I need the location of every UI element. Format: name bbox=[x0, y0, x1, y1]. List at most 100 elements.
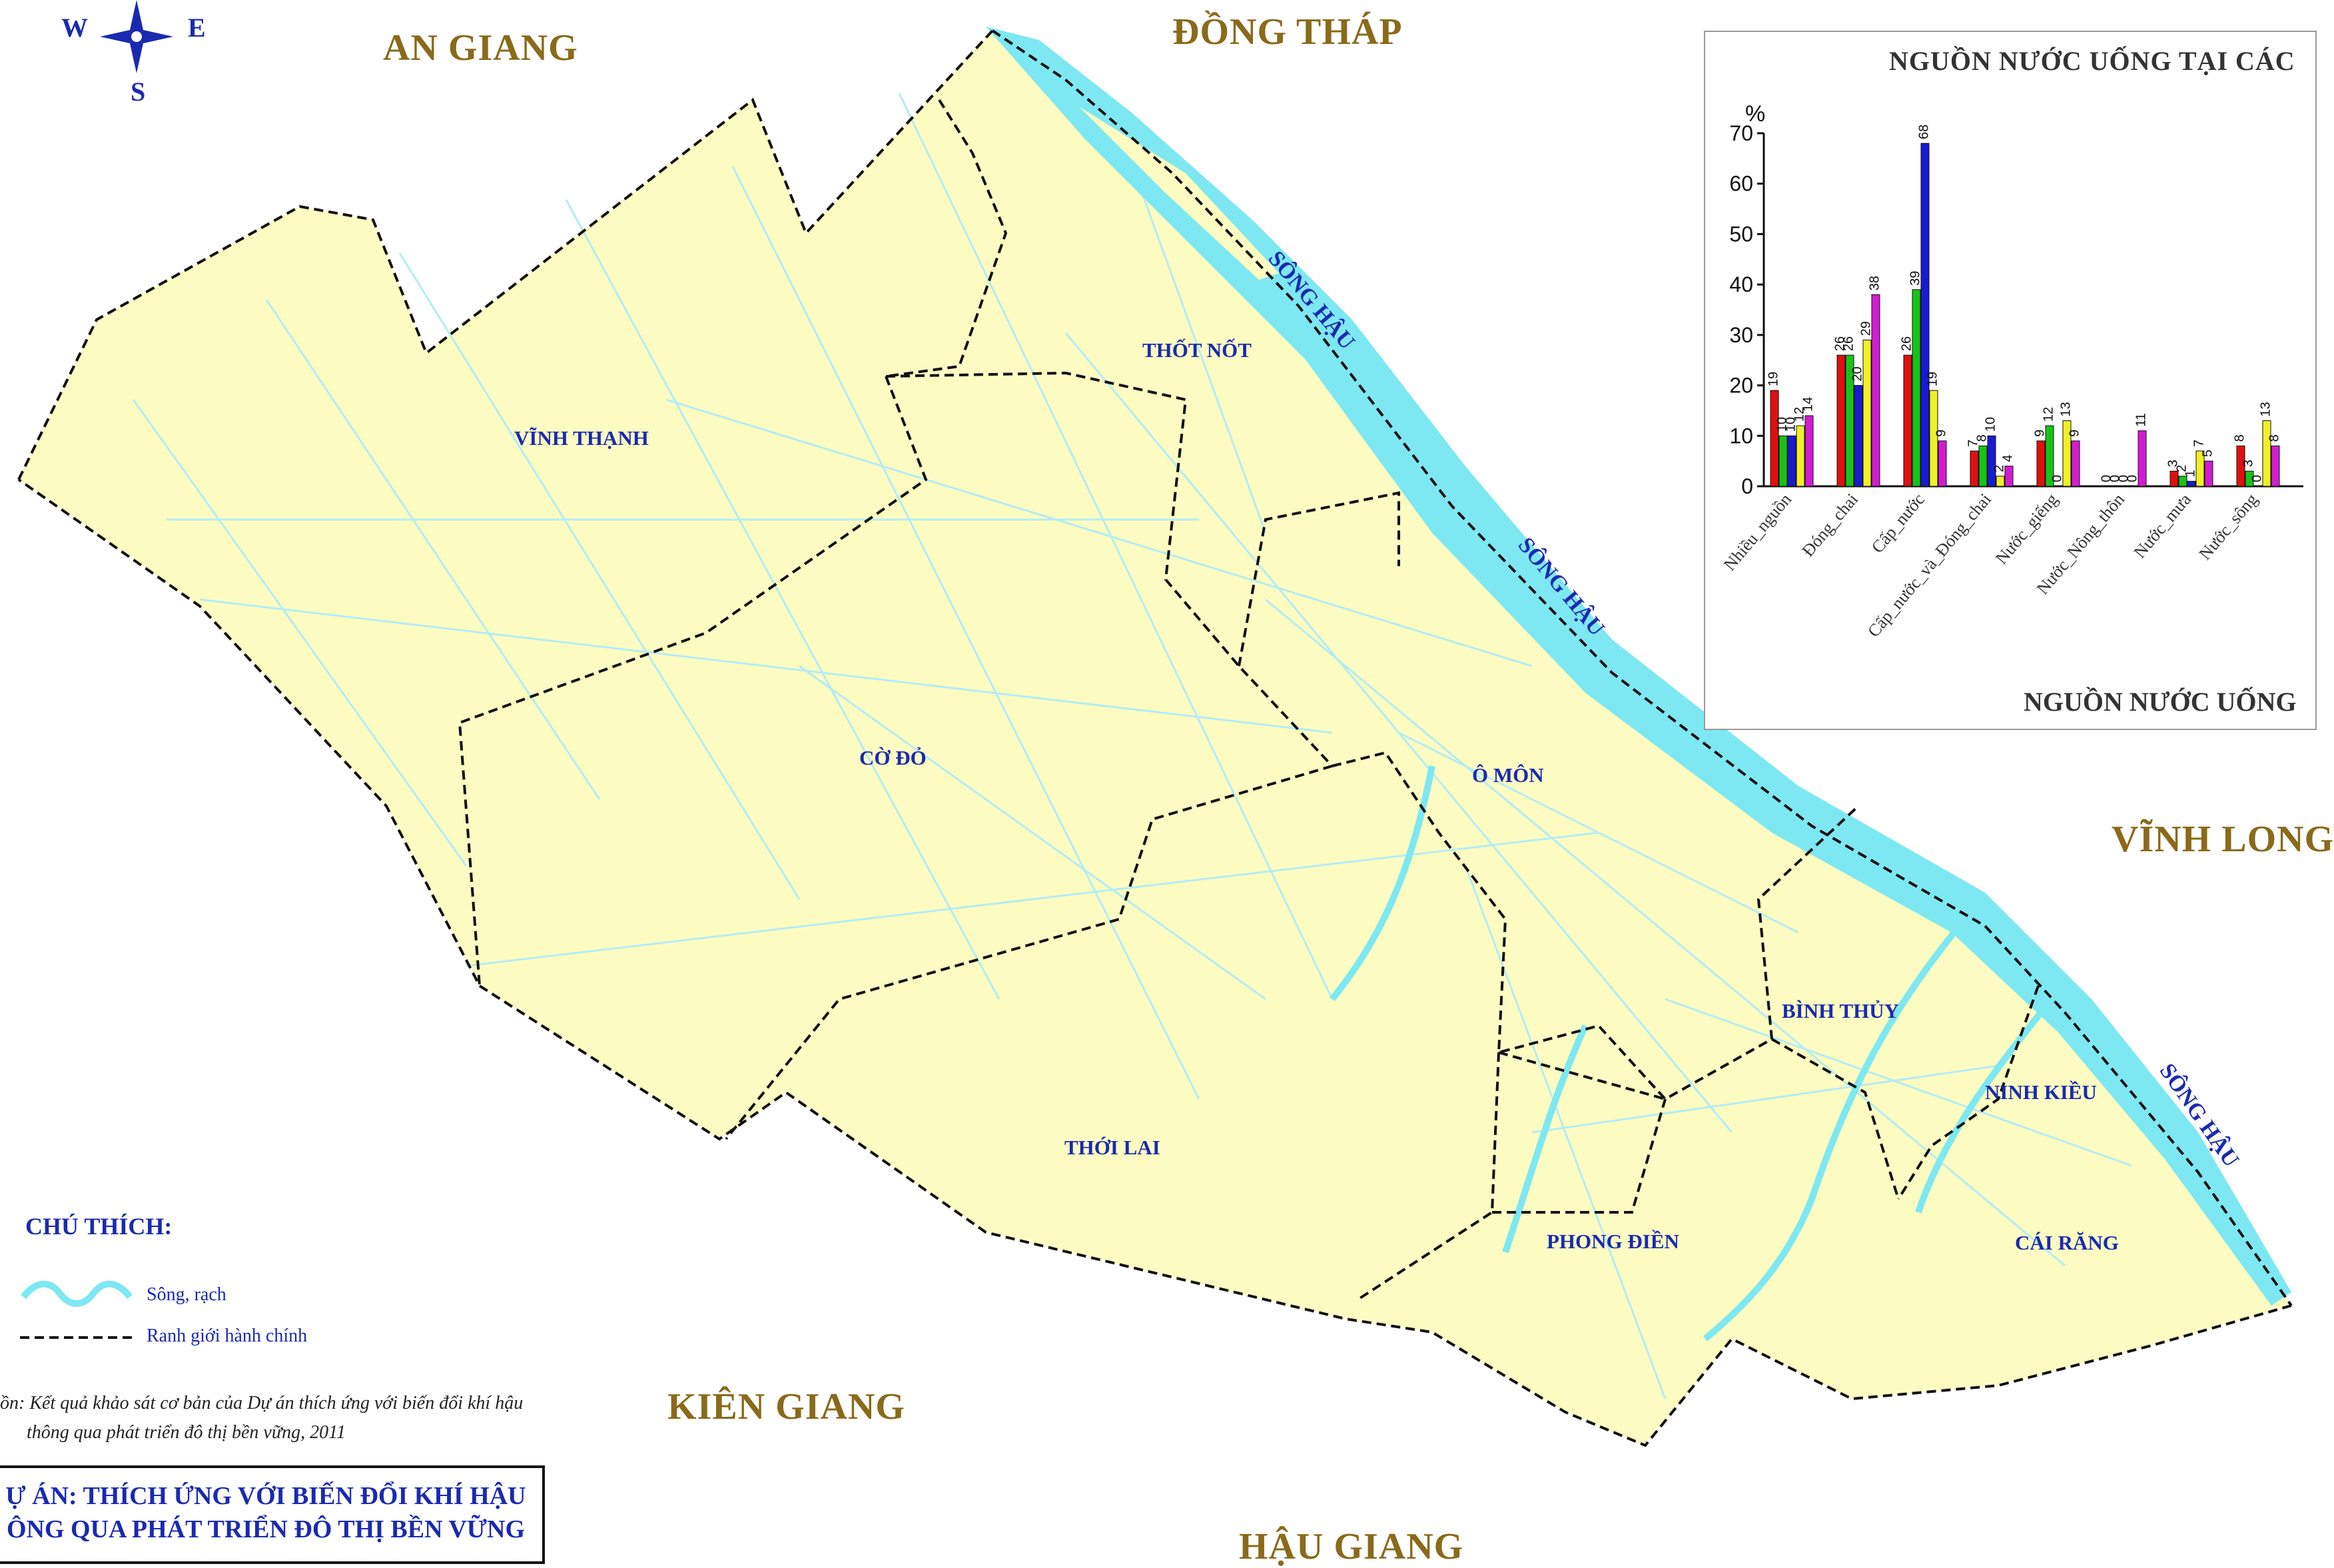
chart-data-label: 26 bbox=[1842, 336, 1856, 351]
province-kien-giang: KIÊN GIANG bbox=[667, 1386, 905, 1427]
chart-data-label: 2 bbox=[1992, 465, 2007, 472]
province-dong-thap: ĐỒNG THÁP bbox=[1172, 11, 1403, 53]
chart-bar bbox=[2129, 486, 2138, 487]
chart-data-label: 8 bbox=[2267, 434, 2282, 442]
district-thot-not: THỐT NỐT bbox=[1142, 338, 1252, 362]
source-note: ồn: Kết quả khảo sát cơ bản của Dự án th… bbox=[0, 1389, 613, 1447]
canal-network bbox=[132, 93, 2132, 1399]
chart-data-label: 0 bbox=[2117, 475, 2132, 482]
compass-west-label: W bbox=[61, 13, 88, 43]
chart-bar bbox=[2054, 486, 2063, 487]
chart-bar bbox=[1970, 450, 1979, 487]
song-hau-island bbox=[1079, 107, 1279, 280]
chart-data-label: 10 bbox=[1784, 417, 1798, 432]
chart-y-tick-label: 50 bbox=[1729, 222, 1753, 246]
chart-bar bbox=[2178, 476, 2187, 487]
chart-bar bbox=[2204, 460, 2213, 487]
chart-data-label: 2 bbox=[2175, 465, 2189, 472]
chart-bar bbox=[2112, 486, 2121, 487]
district-vinh-thanh: VĨNH THẠNH bbox=[514, 426, 649, 450]
province-vinh-long: VĨNH LONG bbox=[2112, 819, 2334, 860]
chart-data-label: 1 bbox=[2183, 470, 2198, 477]
chart-data-label: 10 bbox=[1984, 417, 1998, 432]
chart-bar bbox=[1978, 445, 1988, 487]
chart-bar bbox=[2045, 425, 2054, 487]
tributaries bbox=[1330, 765, 2054, 1342]
chart-data-label: 29 bbox=[1859, 321, 1874, 336]
chart-data-label: 38 bbox=[1868, 276, 1882, 290]
chart-bar bbox=[1796, 425, 1805, 487]
chart-data-label: 3 bbox=[2166, 460, 2181, 467]
chart-data-label: 10 bbox=[1775, 417, 1790, 432]
chart-bar bbox=[1854, 385, 1863, 487]
chart-data-label: 8 bbox=[2233, 434, 2247, 442]
chart-data-label: 26 bbox=[1833, 336, 1848, 351]
chart-bar bbox=[2062, 420, 2072, 487]
chart-data-label: 26 bbox=[1900, 336, 1914, 351]
source-note-line-2: thông qua phát triển đô thị bền vững, 20… bbox=[27, 1422, 346, 1443]
chart-bar bbox=[1920, 143, 1930, 487]
chart-bar bbox=[1996, 476, 2005, 487]
chart-bar bbox=[2103, 486, 2112, 487]
chart-data-label: 0 bbox=[2250, 475, 2265, 482]
chart-data-label: 20 bbox=[1850, 366, 1865, 381]
river-legend-icon bbox=[21, 1280, 133, 1307]
chart-data-label: 68 bbox=[1917, 125, 1932, 139]
chart-bar bbox=[1770, 390, 1779, 487]
compass-south-label: S bbox=[131, 77, 146, 107]
chart-data-label: 0 bbox=[2050, 475, 2065, 482]
chart-category-label: Nước_sông bbox=[2195, 490, 2262, 564]
chart-bar bbox=[2004, 466, 2014, 487]
song-hau-river bbox=[986, 27, 2291, 1306]
chart-y-tick-label: 20 bbox=[1729, 374, 1753, 398]
legend-boundary-label: Ranh giới hành chính bbox=[147, 1326, 308, 1346]
chart-category-label: Nước_mưa bbox=[2130, 490, 2195, 562]
chart-category-label: Đóng_chai bbox=[1798, 490, 1862, 560]
compass-rose-icon bbox=[100, 0, 173, 73]
chart-data-label: 9 bbox=[2033, 430, 2048, 437]
chart-bar bbox=[1871, 294, 1880, 487]
chart-bar bbox=[2262, 420, 2271, 487]
chart-bar bbox=[1862, 339, 1872, 487]
chart-data-label: 7 bbox=[1966, 440, 1981, 447]
chart-data-label: 5 bbox=[2201, 450, 2215, 457]
chart-data-label: 13 bbox=[2059, 402, 2074, 416]
chart-category-label: Cấp_nước bbox=[1868, 490, 1928, 557]
chart-data-label: 12 bbox=[1792, 407, 1807, 422]
chart-y-tick-label: 60 bbox=[1729, 172, 1753, 196]
chart-data-label: 0 bbox=[2126, 475, 2140, 482]
chart-bar bbox=[1903, 354, 1912, 487]
district-ninh-kieu: NINH KIỀU bbox=[1985, 1080, 2097, 1104]
chart-data-label: 9 bbox=[2068, 430, 2082, 437]
admin-boundaries bbox=[17, 29, 2293, 1447]
boundary-legend-icon bbox=[20, 1336, 133, 1339]
chart-bar bbox=[1804, 415, 1814, 487]
chart-bar bbox=[2036, 440, 2046, 487]
chart-bar bbox=[2138, 430, 2147, 487]
district-binh-thuy: BÌNH THỦY bbox=[1782, 999, 1899, 1022]
legend-title: CHÚ THÍCH: bbox=[25, 1213, 173, 1240]
chart-bar bbox=[1912, 289, 1921, 487]
chart-category-label: Nhiều_nguồn bbox=[1720, 490, 1795, 574]
chart-y-axis-label: % bbox=[1745, 101, 1765, 127]
chart-data-label: 0 bbox=[2100, 475, 2114, 482]
chart-bar bbox=[1787, 435, 1796, 487]
chart-y-tick-label: 70 bbox=[1729, 121, 1753, 145]
can-tho-land bbox=[19, 31, 2291, 1445]
chart-data-label: 3 bbox=[2241, 460, 2256, 467]
district-thoi-lai: THỚI LAI bbox=[1064, 1136, 1160, 1159]
project-title-box: Ự ÁN: THÍCH ỨNG VỚI BIẾN ĐỔI KHÍ HẬU ÔNG… bbox=[0, 1465, 545, 1564]
chart-data-label: 12 bbox=[2042, 407, 2056, 422]
chart-category-label: Cấp_nước_và_Đóng_chai bbox=[1864, 490, 1995, 641]
chart-bar bbox=[2071, 440, 2080, 487]
district-cai-rang: CÁI RĂNG bbox=[2015, 1231, 2119, 1254]
chart-y-tick-label: 10 bbox=[1729, 424, 1753, 448]
legend-river-label: Sông, rạch bbox=[147, 1284, 226, 1305]
chart-data-label: 7 bbox=[2192, 440, 2207, 447]
chart-bar bbox=[1938, 440, 1947, 487]
project-title-line-1: Ự ÁN: THÍCH ỨNG VỚI BIẾN ĐỔI KHÍ HẬU bbox=[5, 1482, 526, 1510]
district-o-mon: Ô MÔN bbox=[1472, 763, 1544, 787]
chart-bar bbox=[1778, 435, 1788, 487]
source-note-line-1: ồn: Kết quả khảo sát cơ bản của Dự án th… bbox=[0, 1393, 524, 1413]
chart-data-label: 11 bbox=[2134, 413, 2149, 427]
